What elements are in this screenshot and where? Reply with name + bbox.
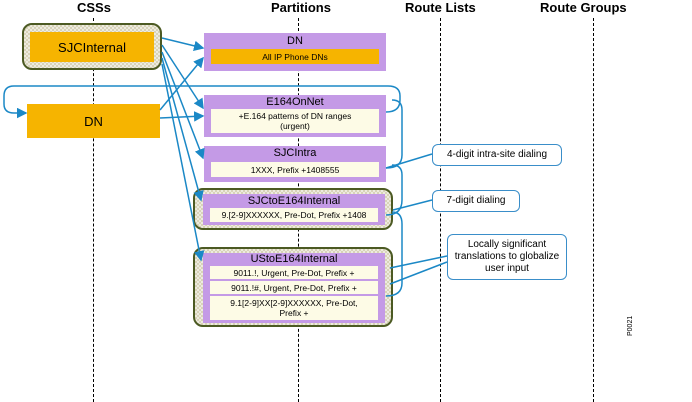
header-route-groups: Route Groups: [540, 0, 627, 15]
css-dn[interactable]: DN: [27, 104, 160, 138]
partition-dn-title: DN: [287, 35, 303, 47]
partition-ustoe164internal-title: UStoE164Internal: [250, 253, 338, 265]
group-sjctoe164internal: SJCtoE164Internal 9.[2-9]XXXXXX, Pre-Dot…: [193, 188, 393, 230]
partition-ustoe164internal-cell-3: 9.1[2-9]XX[2-9]XXXXXX, Pre-Dot, Prefix +: [210, 296, 378, 320]
arrow-sjcinternal-sjctoe164: [161, 57, 204, 202]
partition-ustoe164internal-cell-2: 9011.!#, Urgent, Pre-Dot, Prefix +: [210, 281, 378, 294]
pointer-locally-1: [389, 255, 448, 269]
css-sjcinternal-group: SJCInternal: [22, 23, 162, 70]
arrow-dn-e164onnet: [159, 111, 205, 122]
header-partitions: Partitions: [271, 0, 331, 15]
partition-sjctoe164internal[interactable]: SJCtoE164Internal 9.[2-9]XXXXXX, Pre-Dot…: [203, 194, 385, 225]
header-route-lists: Route Lists: [405, 0, 476, 15]
arrow-sjcinternal-sjcintra: [161, 51, 205, 160]
arrow-ustoe164-return: [385, 211, 403, 297]
partition-dn[interactable]: DN All IP Phone DNs: [204, 33, 386, 71]
arrow-sjcinternal-ustoe164: [161, 63, 205, 262]
arrow-sjcinternal-dn: [161, 37, 205, 51]
partition-dn-cell: All IP Phone DNs: [211, 49, 379, 64]
partition-e164onnet-cell: +E.164 patterns of DN ranges (urgent): [211, 109, 379, 133]
callout-locally-significant: Locally significant translations to glob…: [447, 234, 567, 280]
pointer-7-digit: [392, 199, 433, 211]
arrow-loop-back: [3, 85, 401, 119]
route-groups-column-line: [593, 18, 594, 402]
header-css: CSSs: [77, 0, 111, 15]
partition-sjcintra[interactable]: SJCIntra 1XXX, Prefix +1408555: [204, 146, 386, 182]
partition-e164onnet-title: E164OnNet: [266, 96, 324, 108]
css-column-line: [93, 18, 94, 402]
partition-sjctoe164internal-cell: 9.[2-9]XXXXXX, Pre-Dot, Prefix +1408: [210, 208, 378, 222]
pointer-4-digit: [385, 153, 433, 169]
partition-ustoe164internal[interactable]: UStoE164Internal 9011.!, Urgent, Pre-Dot…: [203, 253, 385, 323]
partition-sjctoe164internal-title: SJCtoE164Internal: [247, 195, 341, 207]
group-ustoe164internal: UStoE164Internal 9011.!, Urgent, Pre-Dot…: [193, 247, 393, 327]
callout-7-digit: 7-digit dialing: [432, 190, 520, 212]
css-sjcinternal[interactable]: SJCInternal: [30, 32, 154, 62]
arrow-sjcinternal-e164onnet: [161, 44, 204, 110]
arrow-dn-dnpartition: [159, 56, 204, 111]
partition-sjcintra-title: SJCIntra: [273, 147, 317, 159]
arrow-sjcintra-return: [385, 99, 403, 169]
pointer-locally-2: [389, 261, 448, 285]
callout-4-digit: 4-digit intra-site dialing: [432, 144, 562, 166]
arrow-sjctoe164-return: [385, 164, 403, 216]
partition-ustoe164internal-cell-1: 9011.!, Urgent, Pre-Dot, Prefix +: [210, 266, 378, 279]
partition-e164onnet[interactable]: E164OnNet +E.164 patterns of DN ranges (…: [204, 95, 386, 137]
partition-sjcintra-cell: 1XXX, Prefix +1408555: [211, 162, 379, 177]
